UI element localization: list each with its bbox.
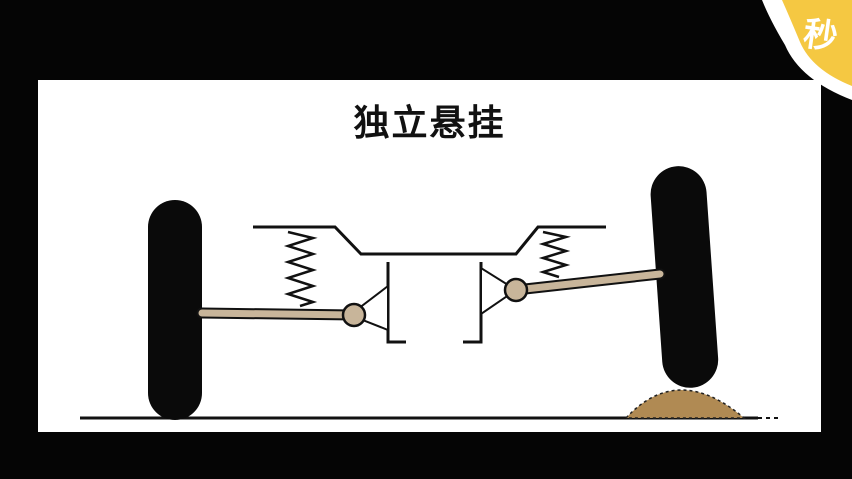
watermark-logo: 秒 [800,13,841,59]
diff-box-right [463,262,483,344]
right-wheel [650,166,719,388]
left-wheel [148,200,202,420]
left-spring [283,230,318,308]
chassis-frame [253,225,606,256]
diagram-panel: 独立悬挂 [38,80,821,432]
diagram-title: 独立悬挂 [353,103,506,144]
left-pivot [341,302,367,328]
right-pivot [503,277,529,303]
ground-bump [624,389,747,419]
independent-suspension-diagram [80,166,780,420]
right-spring [538,230,571,279]
left-mount [347,283,389,332]
diff-box-left [386,262,406,344]
right-mount [480,266,518,316]
